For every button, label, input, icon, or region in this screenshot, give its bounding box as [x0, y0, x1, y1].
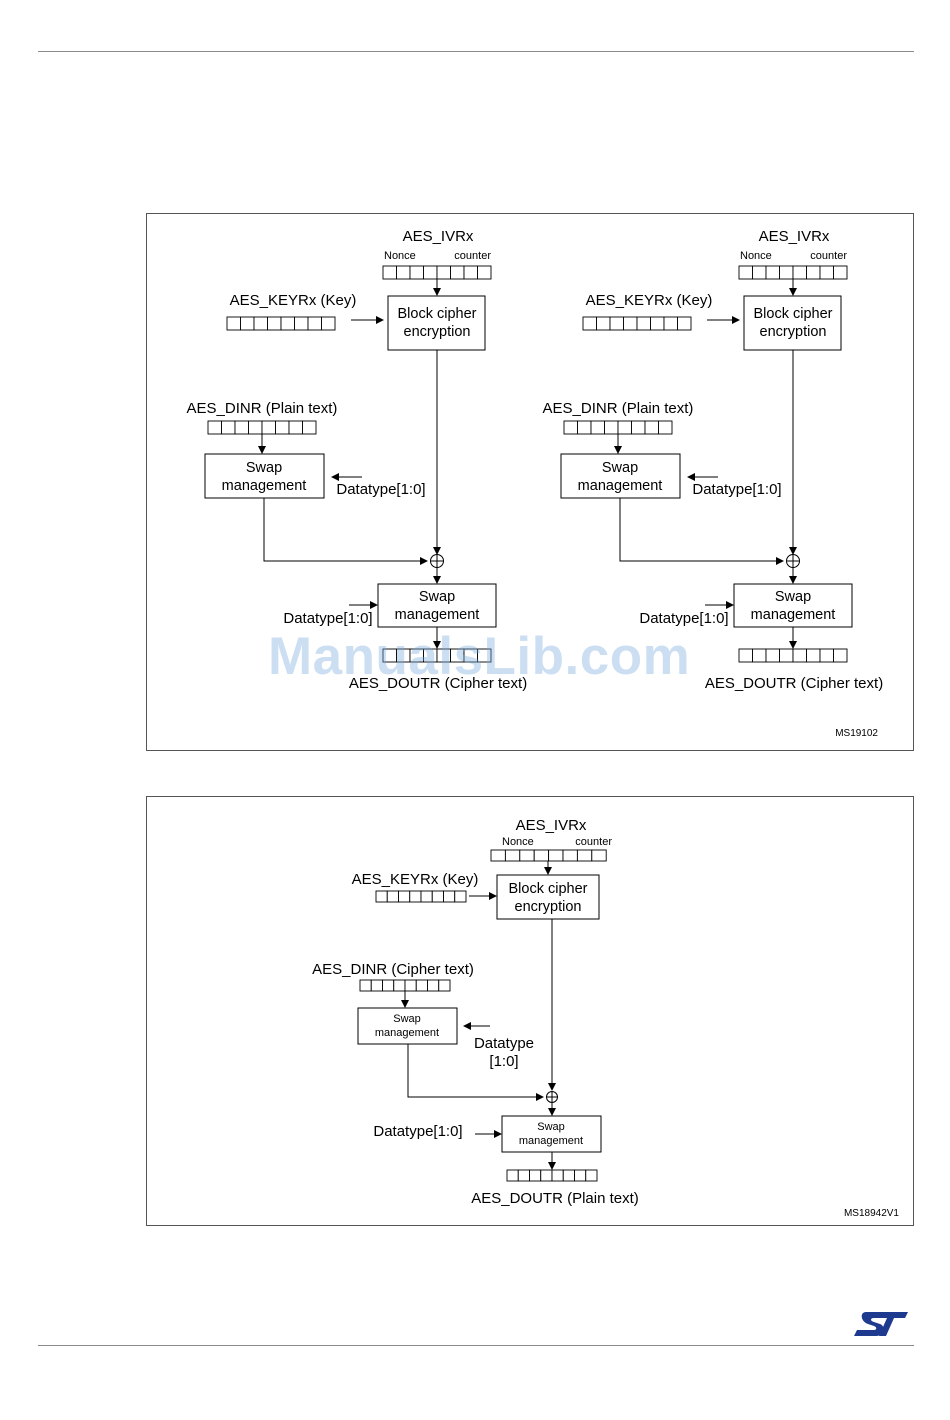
doutr-register	[738, 648, 848, 663]
swap-out-text-1: Swap	[775, 589, 811, 605]
watermark: ManualsLib.com	[268, 627, 691, 686]
footer-rule	[38, 1345, 914, 1346]
doutr-label: AES_DOUTR (Cipher text)	[705, 675, 883, 692]
ivr-label: AES_IVRx	[759, 228, 830, 245]
datatype-in-label: Datatype[1:0]	[336, 481, 425, 498]
right-panel: AES_IVRx Nonce counter AES_KEYRx (Key) B…	[543, 228, 884, 692]
block-cipher-text-2: encryption	[404, 324, 471, 340]
doutr-register	[506, 1169, 598, 1182]
swap-in-box	[560, 453, 681, 499]
figure-1-diagram: AES_IVRx Nonce counter AES_KEYRx (Key) B…	[187, 228, 884, 739]
swap-out-text-2: management	[519, 1135, 583, 1147]
doutr-register	[382, 648, 492, 663]
swap-in-text-1: Swap	[602, 460, 638, 476]
key-label: AES_KEYRx (Key)	[352, 871, 479, 888]
nonce-label: Nonce	[384, 250, 416, 262]
swap-out-box	[501, 1115, 602, 1153]
left-panel: AES_IVRx Nonce counter AES_KEYRx (Key) B…	[187, 228, 528, 692]
swap-in-text-2: management	[375, 1027, 439, 1039]
block-cipher-box	[496, 874, 600, 920]
nonce-label: Nonce	[502, 836, 534, 848]
swap-out-box	[733, 583, 853, 628]
ivr-label: AES_IVRx	[403, 228, 474, 245]
nonce-label: Nonce	[740, 250, 772, 262]
swap-in-text-2: management	[222, 478, 307, 494]
swap-in-text-1: Swap	[393, 1013, 421, 1025]
swap-out-box	[377, 583, 497, 628]
figure-gcm-decryption: AES_IVRx Nonce counter AES_KEYRx (Key) B…	[146, 796, 914, 1226]
block-cipher-box	[387, 295, 486, 351]
key-register	[375, 890, 467, 903]
key-register	[226, 316, 336, 331]
ivr-register	[490, 849, 607, 862]
ivr-label: AES_IVRx	[516, 817, 587, 834]
datatype-out-label: Datatype[1:0]	[639, 610, 728, 627]
block-cipher-text-2: encryption	[760, 324, 827, 340]
figure-2-diagram: AES_IVRx Nonce counter AES_KEYRx (Key) B…	[312, 817, 899, 1219]
dinr-register	[207, 420, 317, 435]
st-logo-icon	[854, 1312, 908, 1336]
datatype-in-label-1: Datatype	[474, 1035, 534, 1052]
xor-symbol	[430, 554, 444, 568]
xor-symbol	[786, 554, 800, 568]
xor-symbol	[546, 1091, 558, 1103]
datatype-out-label: Datatype[1:0]	[283, 610, 372, 627]
datatype-out-label: Datatype[1:0]	[373, 1123, 462, 1140]
dinr-register	[359, 979, 451, 992]
datatype-in-label: Datatype[1:0]	[692, 481, 781, 498]
dinr-label: AES_DINR (Cipher text)	[312, 961, 474, 978]
swap-out-text-1: Swap	[537, 1121, 565, 1133]
figure-id: MS18942V1	[844, 1208, 899, 1219]
key-register	[582, 316, 692, 331]
figure-gcm-encryption: AES_IVRx Nonce counter AES_KEYRx (Key) B…	[146, 213, 914, 751]
header-rule	[38, 51, 914, 52]
block-cipher-text-1: Block cipher	[398, 306, 477, 322]
swap-out-text-2: management	[751, 607, 836, 623]
counter-label: counter	[454, 250, 491, 262]
counter-label: counter	[575, 836, 612, 848]
block-cipher-box	[743, 295, 842, 351]
ivr-register	[738, 265, 848, 280]
ivr-register	[382, 265, 492, 280]
figure-id: MS19102	[835, 728, 878, 739]
dinr-label: AES_DINR (Plain text)	[187, 400, 338, 417]
datatype-in-label-2: [1:0]	[489, 1053, 518, 1070]
key-label: AES_KEYRx (Key)	[586, 292, 713, 309]
swap-in-box	[357, 1007, 458, 1045]
doutr-label: AES_DOUTR (Cipher text)	[349, 675, 527, 692]
key-label: AES_KEYRx (Key)	[230, 292, 357, 309]
swap-in-text-2: management	[578, 478, 663, 494]
block-cipher-text-2: encryption	[515, 899, 582, 915]
swap-out-text-2: management	[395, 607, 480, 623]
swap-out-text-1: Swap	[419, 589, 455, 605]
dinr-register	[563, 420, 673, 435]
counter-label: counter	[810, 250, 847, 262]
block-cipher-text-1: Block cipher	[754, 306, 833, 322]
doutr-label: AES_DOUTR (Plain text)	[471, 1190, 639, 1207]
swap-in-text-1: Swap	[246, 460, 282, 476]
dinr-label: AES_DINR (Plain text)	[543, 400, 694, 417]
block-cipher-text-1: Block cipher	[509, 881, 588, 897]
